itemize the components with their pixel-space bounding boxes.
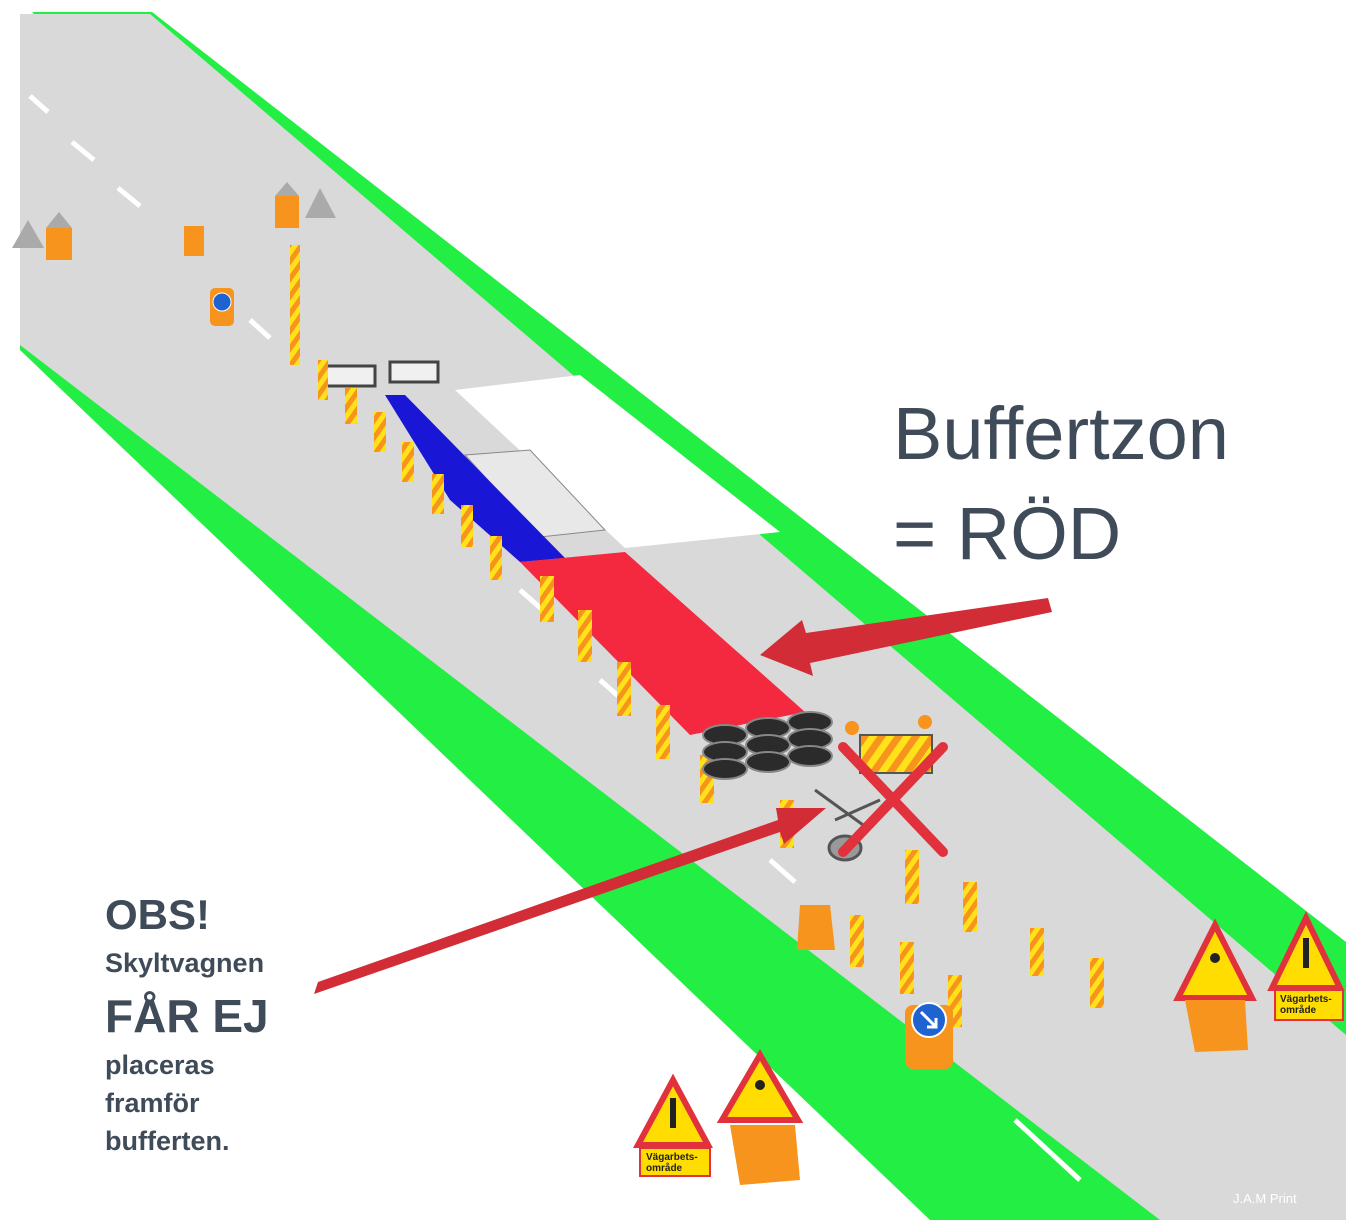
roadwork-sign-bottom-left-icon (632, 1049, 804, 1185)
warning-line-4: framför (105, 1088, 200, 1118)
work-zone-blue (385, 395, 565, 562)
buffer-zone-color-note: = RÖD (893, 492, 1122, 575)
far-cone-icon (184, 226, 204, 256)
buffer-arrow (760, 598, 1052, 676)
keep-right-sign-far-icon (210, 288, 234, 326)
near-cone-icon (797, 905, 835, 950)
roadwork-sign-bottom-right-icon (1173, 911, 1345, 1052)
forbidden-cross-icon (838, 742, 948, 857)
keep-right-sign-near-icon (905, 1002, 953, 1069)
credit-text: J.A.M Print (1233, 1191, 1297, 1206)
excavation-area (455, 375, 780, 548)
far-sign-left-icon (12, 212, 72, 260)
warning-line-1: Skyltvagnen (105, 948, 265, 978)
trailer-arrow (314, 808, 826, 994)
warning-light-right (918, 715, 932, 729)
warning-light-left (845, 721, 859, 735)
tire-stack (702, 711, 833, 780)
far-sign-right-icon (275, 182, 336, 228)
warning-line-5: bufferten. (105, 1126, 230, 1156)
warning-line-3: placeras (105, 1050, 215, 1080)
warning-heading: OBS! (105, 891, 210, 938)
buffer-zone-red (520, 552, 805, 735)
warning-line-2: FÅR EJ (105, 990, 269, 1042)
buffer-zone-title: Buffertzon (893, 392, 1229, 475)
barrier-fences (323, 360, 440, 388)
